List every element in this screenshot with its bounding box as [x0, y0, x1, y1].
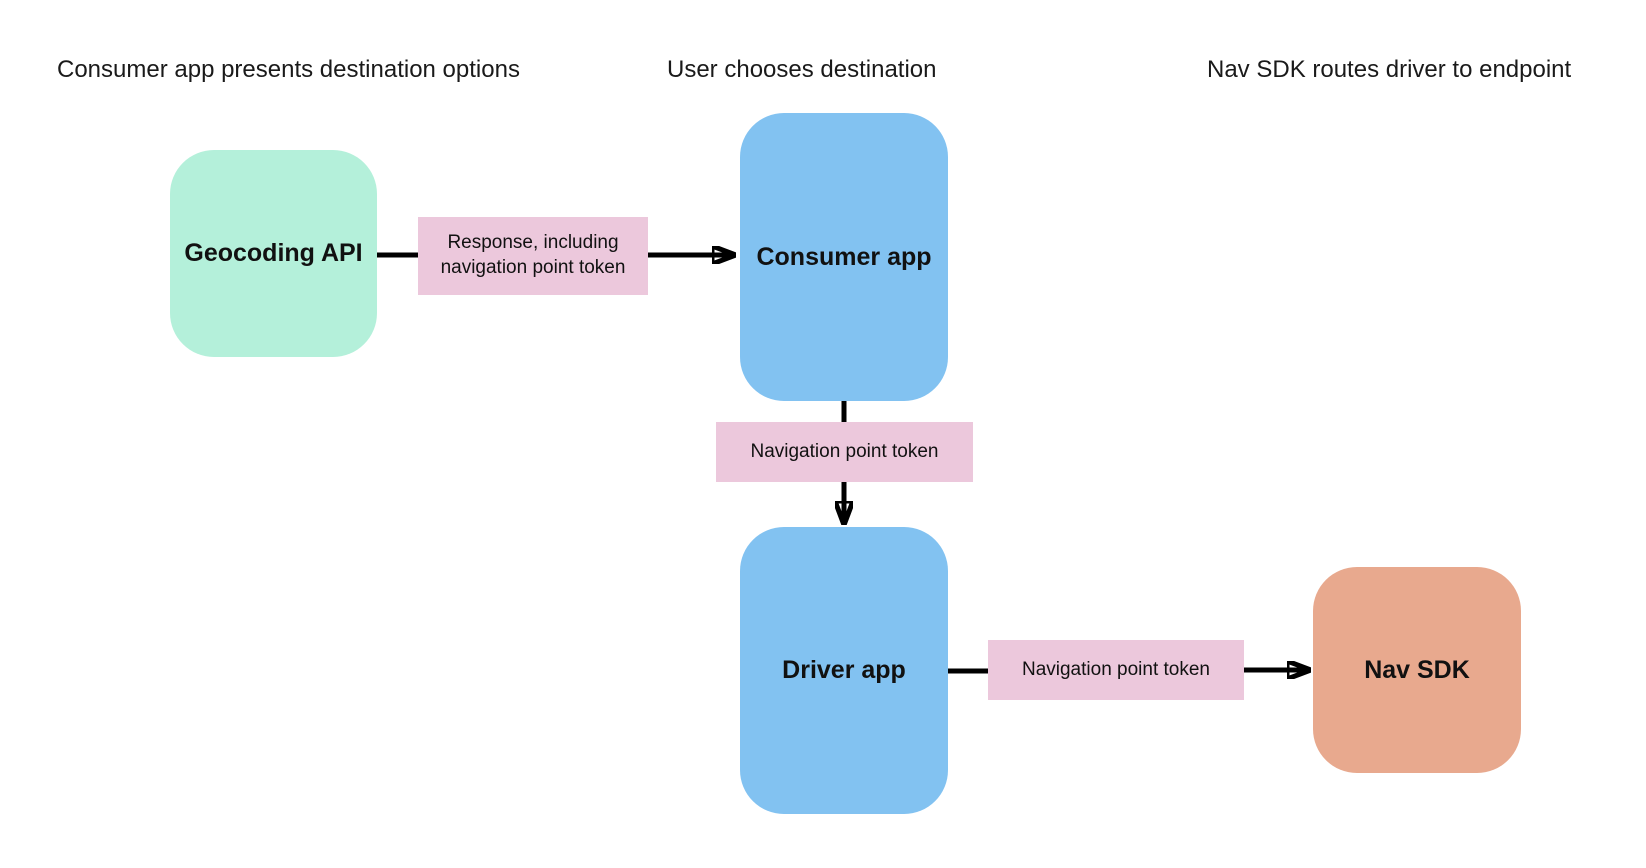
edge-label-navigation-point-token-driver-navsdk: Navigation point token: [988, 640, 1244, 700]
node-consumer-app: Consumer app: [740, 113, 948, 401]
node-geocoding-api: Geocoding API: [170, 150, 377, 357]
column-header-nav-sdk-routes: Nav SDK routes driver to endpoint: [1207, 56, 1572, 83]
edge-label-response-including-token: Response, including navigation point tok…: [418, 217, 648, 295]
node-driver-app: Driver app: [740, 527, 948, 814]
column-header-user-chooses: User chooses destination: [667, 56, 937, 83]
column-header-consumer-presents: Consumer app presents destination option…: [57, 56, 520, 83]
node-nav-sdk: Nav SDK: [1313, 567, 1521, 773]
edge-label-navigation-point-token-consumer-driver: Navigation point token: [716, 422, 973, 482]
